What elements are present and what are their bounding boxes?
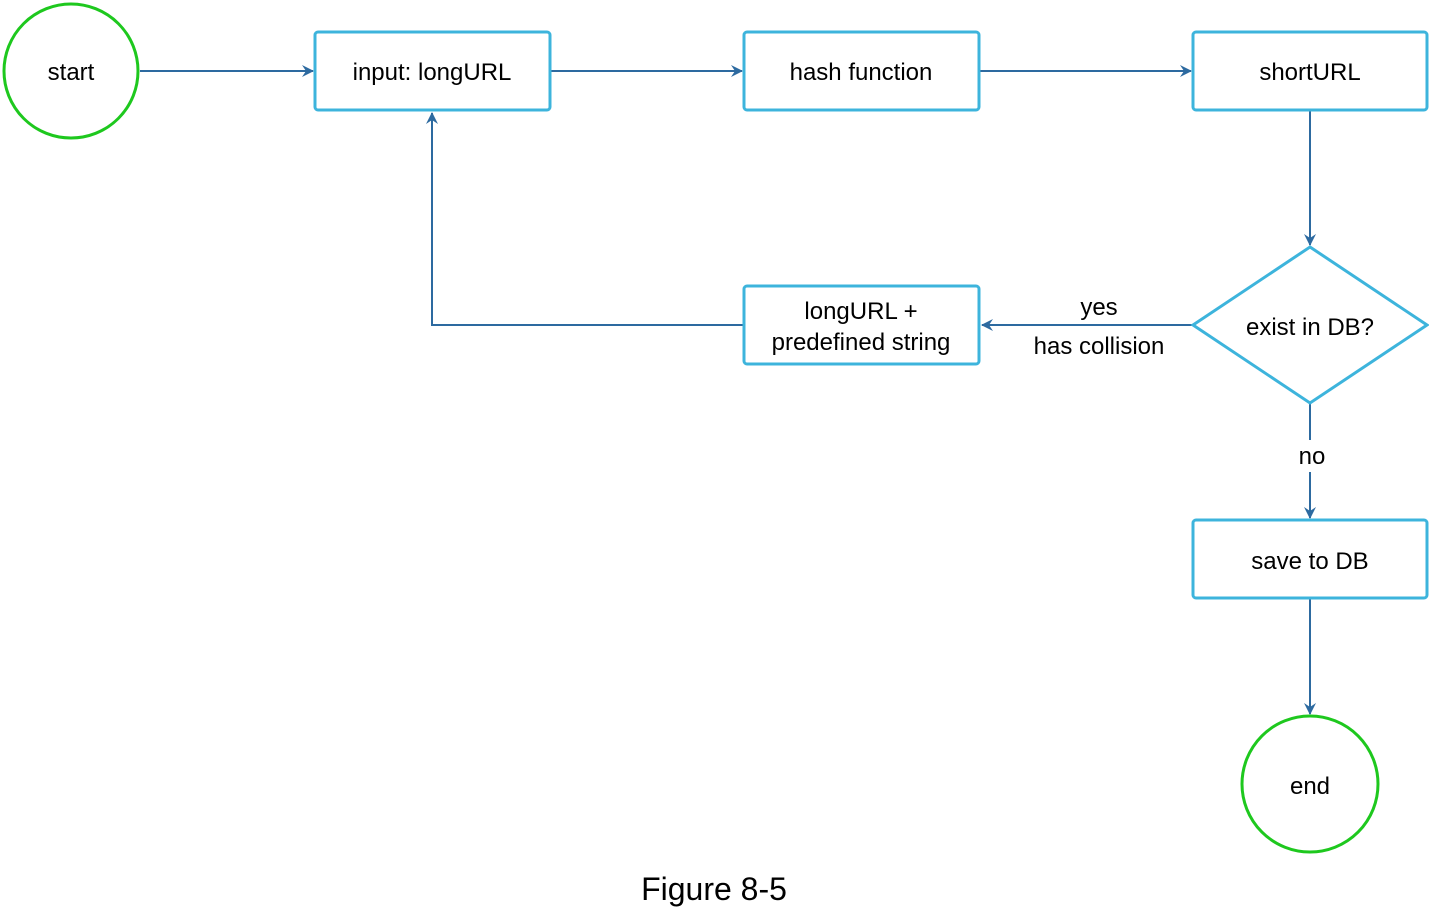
save-label: save to DB	[1251, 548, 1368, 575]
edge-predefined-to-input	[426, 112, 744, 326]
node-exist-in-db: exist in DB?	[1190, 245, 1429, 405]
node-shorturl: shortURL	[1191, 30, 1429, 112]
input-label: input: longURL	[353, 59, 512, 86]
exist-label: exist in DB?	[1246, 314, 1374, 341]
node-start: start	[2, 2, 140, 140]
node-predefined-string: longURL + predefined string	[742, 284, 981, 366]
predefined-box	[742, 284, 981, 366]
short-box	[1191, 30, 1429, 112]
predefined-label-line2: predefined string	[772, 329, 951, 356]
edge-label-no: no	[1299, 443, 1326, 470]
node-input-longurl: input: longURL	[313, 30, 552, 112]
end-label: end	[1290, 773, 1330, 800]
node-end: end	[1240, 714, 1380, 854]
node-save-to-db: save to DB	[1191, 518, 1429, 600]
end-circle	[1240, 714, 1380, 854]
edge-label-yes: yes	[1080, 294, 1117, 321]
input-box	[313, 30, 552, 112]
predefined-label-line1: longURL +	[804, 298, 917, 325]
start-label: start	[48, 59, 95, 86]
save-box	[1191, 518, 1429, 600]
hash-label: hash function	[790, 59, 933, 86]
figure-caption: Figure 8-5	[641, 871, 787, 907]
start-circle	[2, 2, 140, 140]
edges	[140, 65, 1316, 715]
hash-box	[742, 30, 981, 112]
node-hash-function: hash function	[742, 30, 981, 112]
short-label: shortURL	[1259, 59, 1360, 86]
edge-label-has-collision: has collision	[1034, 333, 1165, 360]
exist-diamond	[1190, 245, 1429, 405]
